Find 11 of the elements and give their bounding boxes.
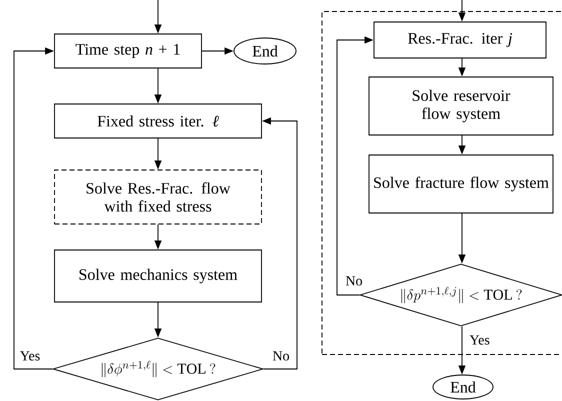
process-box: Fixed stress iter. ℓ xyxy=(54,104,262,138)
dashed-process-box: Solve Res.-Frac. flow with fixed stress xyxy=(54,170,262,224)
process-box: Solve mechanics system xyxy=(54,250,262,302)
edge-label: Yes xyxy=(470,335,490,345)
process-box: Res.-Frac. iter j xyxy=(374,22,546,58)
edge-label: Yes xyxy=(20,351,40,361)
process-box: Solve fracture flow system xyxy=(368,154,554,214)
process-box: Solve reservoir flow system xyxy=(368,76,554,136)
edge-label: No xyxy=(272,351,290,361)
dashed-frame xyxy=(322,11,562,355)
process-box: Time step n + 1 xyxy=(54,34,202,68)
